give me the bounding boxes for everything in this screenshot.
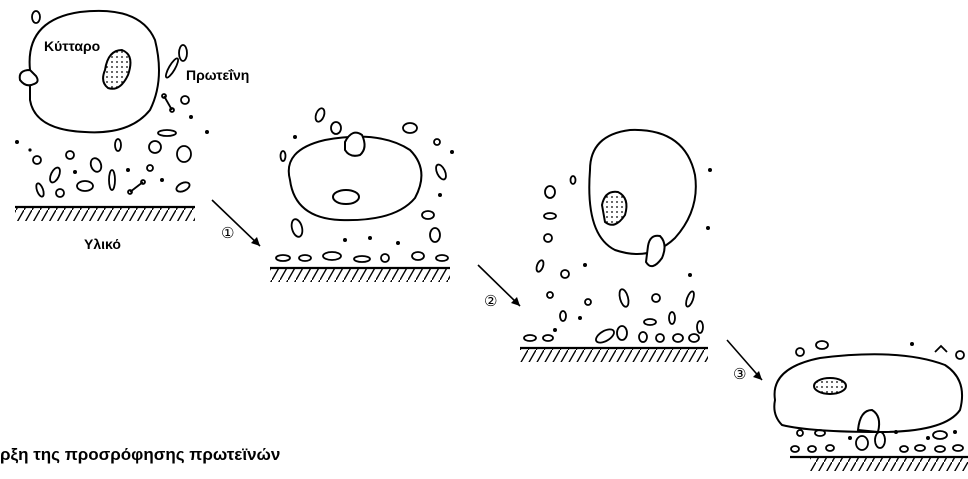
surface-hatch — [15, 208, 195, 221]
step-2-marker: ② — [484, 292, 497, 310]
cell-label: Κύτταρο — [44, 38, 100, 54]
material-label: Υλικό — [84, 236, 121, 252]
stage-1 — [212, 107, 454, 282]
proteins-stage-1 — [276, 107, 448, 262]
diagram-caption: ρξη της προσρόφησης πρωτεϊνών — [0, 445, 280, 465]
stage-2 — [478, 130, 712, 362]
nucleus — [103, 50, 130, 89]
cell-receptor-2 — [646, 236, 665, 266]
stage-3 — [727, 340, 968, 471]
nucleus-3 — [814, 378, 846, 394]
nucleus-2 — [602, 192, 626, 225]
cell-receptor-3 — [858, 410, 879, 432]
step-3-marker: ③ — [733, 365, 746, 383]
protein-label: Πρωτεΐνη — [186, 67, 249, 83]
step-1-marker: ① — [221, 224, 234, 242]
arrow-1 — [212, 200, 260, 246]
nucleus-1 — [333, 190, 359, 204]
cell-body-2 — [589, 130, 696, 254]
cell-body — [30, 11, 159, 132]
cell-receptor — [20, 70, 38, 85]
cell-receptor-1 — [345, 133, 365, 156]
